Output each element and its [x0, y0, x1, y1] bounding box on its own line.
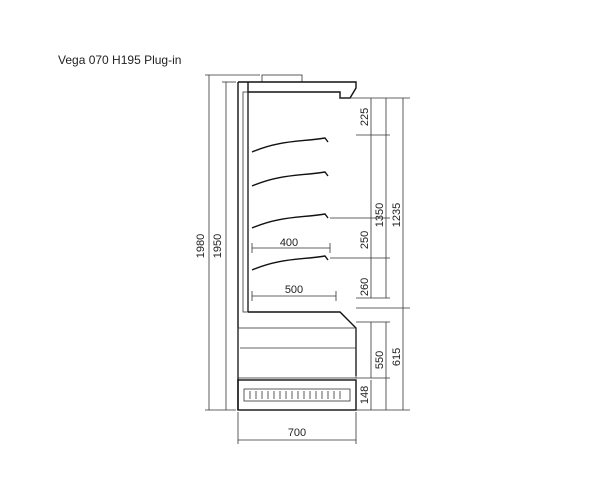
dim-width: 700 [288, 427, 306, 439]
shelf-1 [251, 137, 329, 153]
dim-display-height: 1350 [374, 203, 386, 227]
dim-top-offset: 225 [359, 108, 371, 126]
base-cabinet [237, 327, 357, 379]
dim-shelf-gap-lower: 260 [359, 278, 371, 296]
dim-shelf-depth-lower: 500 [285, 284, 303, 296]
dim-plinth-height: 148 [359, 386, 371, 404]
dim-shelf-depth-upper: 400 [280, 237, 298, 249]
back-panel [242, 91, 249, 313]
shelf-2 [251, 171, 329, 187]
dim-shelf-gap-upper: 250 [359, 231, 371, 249]
top-fan-housing [261, 74, 303, 83]
ventilation-grille [243, 388, 351, 402]
dim-display-height-inner: 1235 [391, 203, 403, 227]
dim-base-height-outer: 615 [391, 348, 403, 366]
shelf-4 [251, 255, 329, 271]
dim-body-height: 1950 [212, 234, 224, 258]
dim-overall-height: 1980 [195, 234, 207, 258]
plinth [237, 379, 357, 411]
shelf-3 [251, 213, 329, 229]
dim-base-height: 550 [374, 351, 386, 369]
drawing-title: Vega 070 H195 Plug-in [58, 53, 182, 67]
grille-slots [249, 391, 341, 399]
base-deck [248, 311, 357, 376]
canopy-outline [238, 81, 357, 99]
